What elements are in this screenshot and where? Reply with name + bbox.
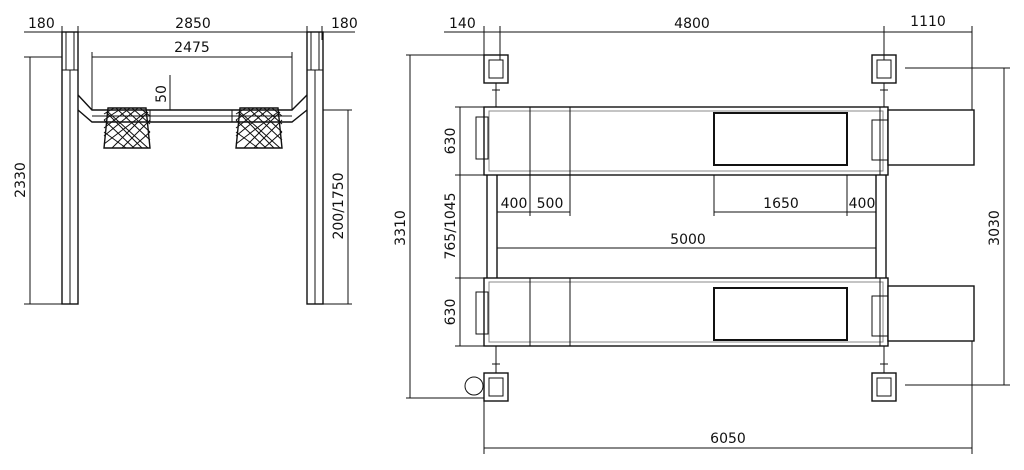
left-wheel [103,107,151,149]
top-dim-seg-1650: 1650 [763,196,799,212]
top-dim-runway-bottom: 630 [443,299,459,326]
top-dim-runway-gap: 765/1045 [443,192,459,259]
right-wheel [235,107,283,149]
top-dim-seg-400-a: 400 [501,196,528,212]
top-dim-runway-length: 5000 [670,232,706,248]
crossbeam [77,94,308,123]
front-dim-right-post: 180 [331,16,358,32]
front-dim-inner-width: 2475 [174,40,210,56]
post-top-right [871,54,897,107]
top-dim-right-overhang: 1110 [910,14,946,30]
top-dim-overall-length: 6050 [710,431,746,447]
top-view: 140 4800 1110 6050 3310 3030 630 765/104… [393,14,1010,454]
front-dim-height: 2330 [13,162,29,198]
top-dim-seg-400-b: 400 [849,196,876,212]
top-dim-runway-top: 630 [443,128,459,155]
post-top-left [483,54,509,107]
post-bottom-right [871,346,897,402]
top-dim-overall-width: 3310 [393,210,409,246]
front-dim-arm-drop: 50 [154,85,170,103]
top-dim-seg-500: 500 [537,196,564,212]
front-view: 180 2850 180 2475 [13,16,358,305]
runway-top [475,106,975,176]
top-dim-left-offset: 140 [449,16,476,32]
runway-bottom [475,277,975,347]
front-dim-lift-height: 200/1750 [331,172,347,239]
right-post [306,31,324,305]
front-dim-left-post: 180 [28,16,55,32]
top-dim-post-spacing: 4800 [674,16,710,32]
top-dim-inner-width: 3030 [987,210,1003,246]
front-dim-span: 2850 [175,16,211,32]
left-post [61,31,79,305]
post-bottom-left [464,346,509,402]
